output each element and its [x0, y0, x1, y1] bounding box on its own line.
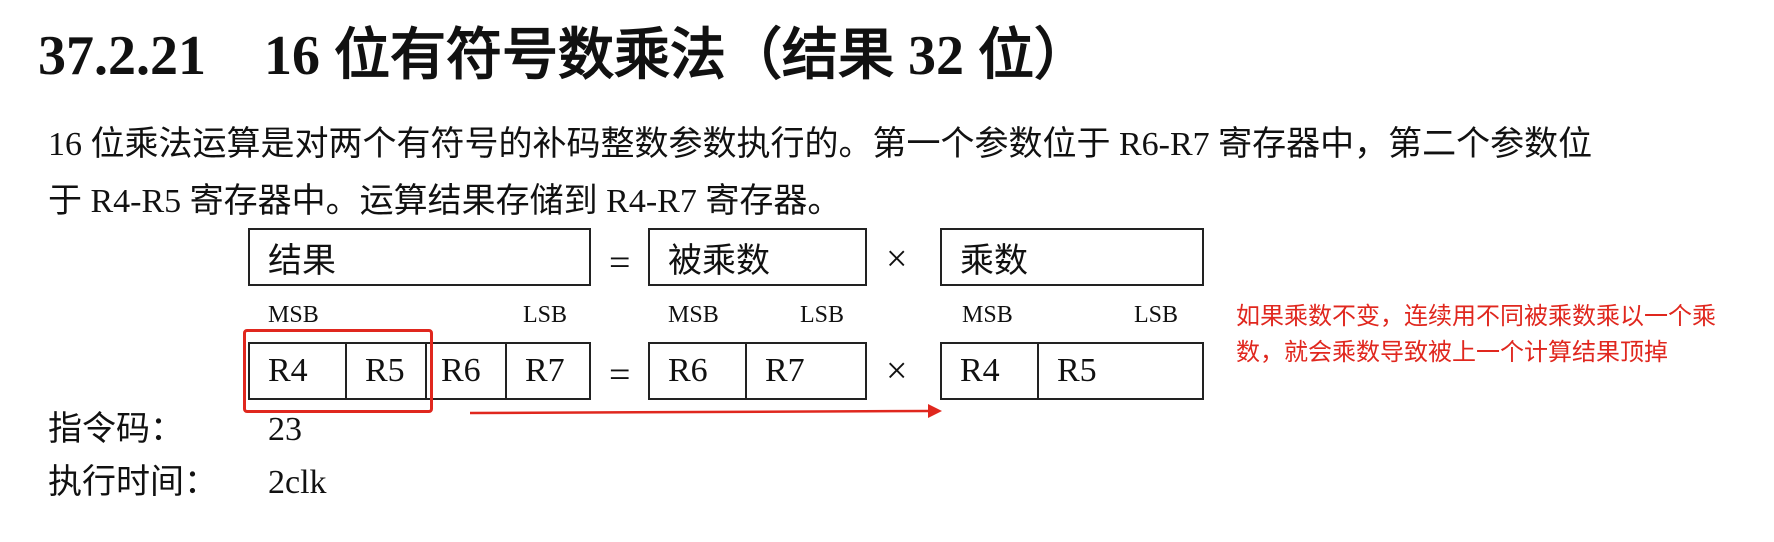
result-reg-r6: R6 — [425, 344, 505, 398]
multiplicand-label-box: 被乘数 — [648, 228, 867, 286]
multiplier-lsb-label: LSB — [1134, 302, 1179, 328]
equals-sign-bottom: = — [609, 354, 631, 396]
result-register-box: R4 R5 R6 R7 — [248, 342, 591, 400]
arrow-line — [469, 409, 931, 415]
multiplier-reg-r4: R4 — [960, 352, 1000, 389]
multiplier-reg-r5: R5 — [1037, 344, 1202, 398]
multiplicand-msb-label: MSB — [668, 302, 719, 328]
equals-sign-top: = — [609, 242, 631, 284]
annotation-line-2: 数，就会乘数导致被上一个计算结果顶掉 — [1236, 338, 1668, 366]
result-reg-r7: R7 — [505, 344, 589, 398]
multiplier-label: 乘数 — [960, 242, 1028, 280]
result-reg-r5: R5 — [345, 344, 425, 398]
multiplicand-reg-r6: R6 — [668, 352, 708, 389]
multiplicand-reg-r7: R7 — [745, 344, 865, 398]
highlight-r4-r5-box — [243, 329, 433, 413]
description-line-1: 16 位乘法运算是对两个有符号的补码整数参数执行的。第一个参数位于 R6-R7 … — [48, 126, 1593, 163]
multiplier-msb-label: MSB — [962, 302, 1013, 328]
opcode-value: 23 — [268, 411, 302, 448]
result-msb-label: MSB — [268, 302, 319, 328]
multiplier-label-box: 乘数 — [940, 228, 1204, 286]
times-sign-bottom: × — [886, 350, 908, 392]
multiplicand-lsb-label: LSB — [800, 302, 845, 328]
annotation-line-1: 如果乘数不变，连续用不同被乘数乘以一个乘 — [1236, 302, 1716, 330]
result-label-box: 结果 — [248, 228, 591, 286]
result-reg-r4: R4 — [268, 352, 308, 389]
exec-time-value: 2clk — [268, 464, 327, 501]
multiplicand-register-box: R6 R7 — [648, 342, 867, 400]
result-lsb-label: LSB — [523, 302, 568, 328]
arrow-head — [928, 404, 942, 418]
multiplier-register-box: R4 R5 — [940, 342, 1204, 400]
multiplicand-label: 被乘数 — [668, 242, 770, 280]
section-heading: 37.2.21 16 位有符号数乘法（结果 32 位） — [38, 28, 1090, 84]
section-title: 16 位有符号数乘法（结果 32 位） — [264, 25, 1090, 87]
opcode-label: 指令码： — [48, 411, 184, 448]
exec-time-label: 执行时间： — [48, 464, 218, 501]
result-label: 结果 — [268, 242, 336, 280]
times-sign-top: × — [886, 238, 908, 280]
section-number: 37.2.21 — [38, 25, 206, 87]
description-line-2: 于 R4-R5 寄存器中。运算结果存储到 R4-R7 寄存器。 — [48, 183, 842, 220]
